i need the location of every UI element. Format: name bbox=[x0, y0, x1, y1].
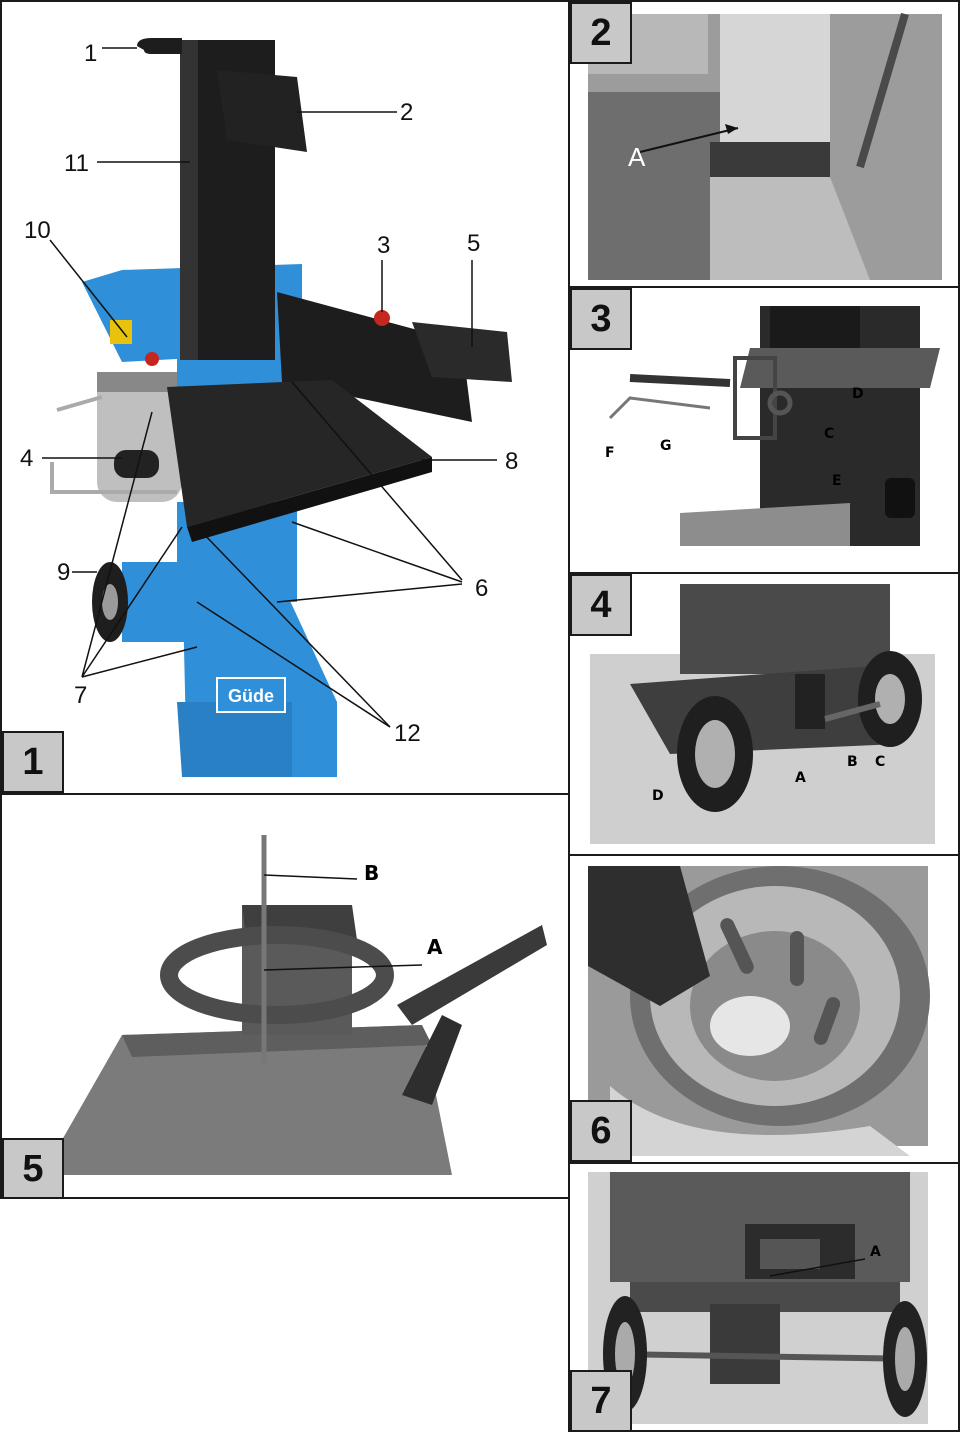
fig3-label-f: F bbox=[605, 445, 615, 461]
figure-1-panel: Güde 1 2 3 5 11 10 4 8 9 6 7 12 1 bbox=[0, 0, 570, 795]
fig1-label-12: 12 bbox=[394, 720, 421, 747]
fig1-label-3: 3 bbox=[377, 232, 391, 259]
figure-2-number: 2 bbox=[570, 2, 632, 64]
fig1-label-5: 5 bbox=[467, 230, 481, 257]
figure-6-panel: 6 bbox=[568, 854, 960, 1164]
fig3-label-g: G bbox=[660, 438, 672, 454]
figure-4-panel: A B C D 4 bbox=[568, 572, 960, 856]
figure-2-panel: A 2 bbox=[568, 0, 960, 288]
figure-1-number: 1 bbox=[2, 731, 64, 793]
log-splitter-illustration: Güde bbox=[42, 38, 512, 777]
figure-5-panel: B A 5 bbox=[0, 793, 570, 1199]
fig3-label-d: D bbox=[852, 386, 864, 402]
column-photo bbox=[588, 12, 942, 280]
fig3-label-c: C bbox=[824, 426, 835, 442]
figure-7-panel: A 7 bbox=[568, 1162, 960, 1432]
top-handle-photo bbox=[42, 835, 547, 1175]
figure-5-number: 5 bbox=[2, 1138, 64, 1197]
fig1-label-4: 4 bbox=[20, 445, 34, 472]
fig1-label-7: 7 bbox=[74, 682, 88, 709]
fig4-label-b: B bbox=[847, 754, 858, 770]
fig5-label-b: B bbox=[364, 861, 380, 885]
fig7-label-a: A bbox=[870, 1244, 881, 1260]
figure-6-number: 6 bbox=[570, 1100, 632, 1162]
fig1-label-9: 9 bbox=[57, 559, 71, 586]
fig1-brand-label: Güde bbox=[228, 686, 274, 706]
fig1-label-8: 8 bbox=[505, 448, 519, 475]
plug-wiring-photo bbox=[588, 866, 930, 1156]
fig1-label-2: 2 bbox=[400, 99, 414, 126]
fig1-label-6: 6 bbox=[475, 575, 489, 602]
fig4-label-d: D bbox=[652, 788, 664, 804]
fig4-label-a: A bbox=[795, 770, 806, 786]
fig3-label-e: E bbox=[832, 473, 842, 489]
fig1-label-11: 11 bbox=[64, 150, 89, 177]
fig1-label-10: 10 bbox=[24, 217, 51, 244]
fig1-label-1: 1 bbox=[84, 40, 98, 67]
fig2-label-a: A bbox=[628, 142, 646, 172]
fig4-label-c: C bbox=[875, 754, 886, 770]
figure-4-number: 4 bbox=[570, 574, 632, 636]
figure-3-panel: D C E F G 3 bbox=[568, 286, 960, 574]
guide-bracket-photo bbox=[608, 306, 940, 546]
fig5-label-a: A bbox=[427, 935, 443, 959]
wheel-assembly-photo bbox=[590, 584, 935, 844]
figure-3-number: 3 bbox=[570, 288, 632, 350]
figure-7-number: 7 bbox=[570, 1370, 632, 1430]
